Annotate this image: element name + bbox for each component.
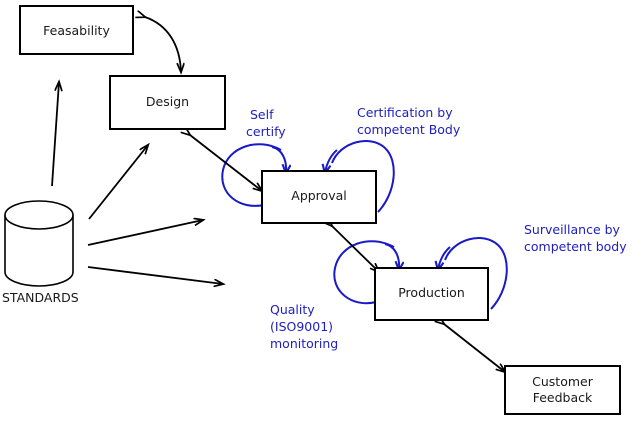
node-standards-label: STANDARDS	[2, 290, 79, 305]
annotation-quality-monitoring: Quality (ISO9001) monitoring	[270, 302, 338, 351]
annotation-surveillance-competent-body: Surveillance by competent body	[524, 222, 627, 254]
loop-surveillance-body	[438, 237, 508, 310]
connection-feasability-design	[145, 17, 181, 72]
annotation-certification-line1: Certification by	[357, 105, 453, 120]
annotation-certification-line2: competent Body	[357, 122, 461, 137]
node-standards[interactable]: STANDARDS	[2, 200, 79, 305]
node-feasability[interactable]: Feasability	[19, 5, 134, 55]
node-feasability-label: Feasability	[43, 23, 110, 38]
connection-standards-feasability	[51, 82, 59, 187]
node-design[interactable]: Design	[109, 75, 226, 130]
annotation-quality-line2: (ISO9001)	[270, 319, 333, 334]
annotation-self-certify-line1: Self	[250, 107, 274, 122]
connection-standards-approval	[87, 220, 203, 246]
connection-production-customer-feedback	[444, 324, 505, 372]
connection-standards-production	[87, 266, 223, 284]
loop-certification-body	[325, 140, 395, 213]
node-design-label: Design	[146, 94, 189, 109]
connection-design-approval	[190, 135, 262, 191]
annotation-self-certify: Self certify	[246, 107, 286, 139]
annotation-quality-line3: monitoring	[270, 336, 338, 351]
annotation-quality-line1: Quality	[270, 302, 315, 317]
node-approval[interactable]: Approval	[261, 170, 377, 224]
annotation-surveillance-line1: Surveillance by	[524, 222, 621, 237]
node-customer-feedback-label-line1: Customer	[532, 374, 594, 389]
node-customer-feedback-label-line2: Feedback	[533, 390, 593, 405]
annotation-surveillance-line2: competent body	[524, 239, 627, 254]
node-production[interactable]: Production	[374, 267, 489, 321]
node-customer-feedback[interactable]: Customer Feedback	[504, 365, 621, 415]
annotation-certification-competent-body: Certification by competent Body	[357, 105, 461, 137]
node-approval-label: Approval	[291, 188, 346, 203]
node-production-label: Production	[398, 285, 465, 300]
annotation-self-certify-line2: certify	[246, 124, 286, 139]
connection-approval-production	[332, 226, 379, 272]
connection-standards-design	[88, 145, 148, 220]
